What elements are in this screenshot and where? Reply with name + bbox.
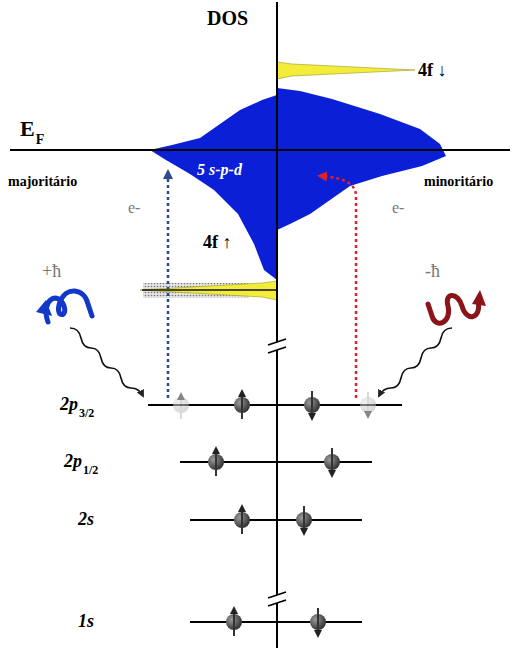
level-subscript: 3/2 xyxy=(79,407,94,419)
photon-wave xyxy=(379,328,452,396)
fermi-subscript: F xyxy=(36,133,45,147)
minority-dos xyxy=(277,88,446,230)
axis-title: DOS xyxy=(207,8,248,28)
4f-down-peak xyxy=(277,62,415,79)
spin-label: minoritário xyxy=(424,175,493,189)
band-label: 5 s-p-d xyxy=(197,162,242,178)
level-label: 2p xyxy=(60,395,78,413)
level-subscript: 1/2 xyxy=(83,464,98,476)
helicity-label: +ħ xyxy=(42,262,61,280)
band-label: 4f ↑ xyxy=(203,233,232,251)
excitation-arrow xyxy=(167,172,170,398)
band-label: 4f ↓ xyxy=(418,61,447,79)
excitation-arrow xyxy=(320,176,356,398)
fermi-label: E xyxy=(20,118,35,140)
4f-up-line xyxy=(142,289,277,291)
photon-wave xyxy=(70,328,143,396)
electron-label: e- xyxy=(128,200,140,216)
level-label: 1s xyxy=(78,612,94,630)
electron-label: e- xyxy=(392,200,404,216)
axis-break xyxy=(268,339,286,606)
fermi-level xyxy=(10,149,510,151)
circular-polarization-head xyxy=(472,290,486,306)
circular-polarization-head xyxy=(36,300,52,316)
helicity-label: -ħ xyxy=(425,262,440,280)
circular-polarization xyxy=(46,291,92,322)
level-label: 2p xyxy=(64,452,82,470)
circular-polarization xyxy=(428,296,479,324)
level-label: 2s xyxy=(78,510,94,528)
core-levels xyxy=(148,405,402,622)
dos-axis xyxy=(276,2,278,648)
spin-label: majoritário xyxy=(8,175,77,189)
4f-up-peak xyxy=(140,281,277,300)
electrons xyxy=(173,391,376,636)
